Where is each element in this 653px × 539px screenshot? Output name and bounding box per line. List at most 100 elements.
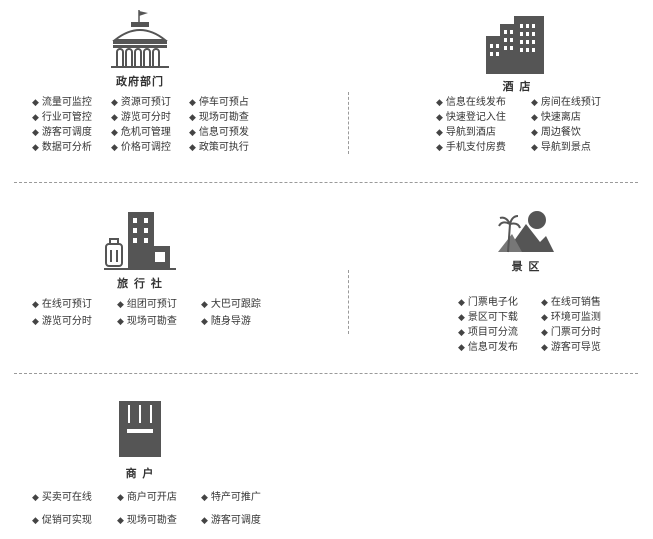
feature-label: 现场可勘查: [126, 515, 177, 526]
feature-label: 信息可发布: [467, 342, 518, 353]
diamond-bullet-icon: ◆: [531, 143, 538, 153]
government-feature: ◆危机可管理: [111, 127, 171, 139]
diamond-bullet-icon: ◆: [201, 516, 208, 526]
diamond-bullet-icon: ◆: [32, 143, 39, 153]
hotel-feature: ◆导航到景点: [531, 142, 591, 154]
government-feature: ◆资源可预订: [111, 97, 171, 109]
diamond-bullet-icon: ◆: [32, 516, 39, 526]
diamond-bullet-icon: ◆: [436, 143, 443, 153]
diamond-bullet-icon: ◆: [111, 128, 118, 138]
feature-label: 快速登记入住: [445, 112, 506, 123]
feature-label: 景区可下载: [467, 312, 518, 323]
feature-label: 在线可销售: [550, 297, 601, 308]
feature-label: 政策可执行: [198, 142, 249, 153]
merchant-feature: ◆商户可开店: [117, 492, 177, 504]
scenic-area-feature: ◆项目可分流: [458, 327, 518, 339]
diamond-bullet-icon: ◆: [201, 493, 208, 503]
diamond-bullet-icon: ◆: [436, 128, 443, 138]
section-title-merchant: 商 户: [125, 467, 155, 480]
hotel-feature: ◆快速登记入住: [436, 112, 506, 124]
diamond-bullet-icon: ◆: [111, 98, 118, 108]
diamond-bullet-icon: ◆: [32, 493, 39, 503]
feature-label: 游览可分时: [120, 112, 171, 123]
hotel-buildings-icon: [486, 16, 544, 74]
merchant-feature: ◆现场可勘查: [117, 515, 177, 527]
travel-agency-feature: ◆在线可预订: [32, 299, 92, 311]
vertical-divider-top: [348, 92, 349, 154]
feature-label: 行业可管控: [41, 112, 92, 123]
section-title-travel-agency: 旅 行 社: [117, 277, 163, 290]
diamond-bullet-icon: ◆: [436, 98, 443, 108]
feature-label: 资源可预订: [120, 97, 171, 108]
travel-agency-feature: ◆随身导游: [201, 316, 251, 328]
diamond-bullet-icon: ◆: [32, 300, 39, 310]
feature-label: 促销可实现: [41, 515, 92, 526]
feature-label: 信息在线发布: [445, 97, 506, 108]
section-title-hotel: 酒 店: [502, 80, 532, 93]
feature-label: 门票电子化: [467, 297, 518, 308]
government-feature: ◆流量可监控: [32, 97, 92, 109]
merchant-feature: ◆游客可调度: [201, 515, 261, 527]
travel-agency-feature: ◆游览可分时: [32, 316, 92, 328]
storefront-icon: [119, 401, 161, 457]
diamond-bullet-icon: ◆: [458, 343, 465, 353]
hotel-feature: ◆导航到酒店: [436, 127, 496, 139]
feature-label: 大巴可跟踪: [210, 299, 261, 310]
diamond-bullet-icon: ◆: [458, 328, 465, 338]
feature-label: 手机支付房费: [445, 142, 506, 153]
feature-label: 环境可监测: [550, 312, 601, 323]
travel-agency-feature: ◆组团可预订: [117, 299, 177, 311]
feature-label: 快速离店: [540, 112, 581, 123]
diamond-bullet-icon: ◆: [541, 328, 548, 338]
diamond-bullet-icon: ◆: [189, 113, 196, 123]
feature-label: 流量可监控: [41, 97, 92, 108]
feature-label: 游客可调度: [210, 515, 261, 526]
hotel-feature: ◆信息在线发布: [436, 97, 506, 109]
feature-label: 房间在线预订: [540, 97, 601, 108]
feature-label: 游客可调度: [41, 127, 92, 138]
merchant-feature: ◆买卖可在线: [32, 492, 92, 504]
vertical-divider-middle: [348, 270, 349, 334]
diamond-bullet-icon: ◆: [32, 98, 39, 108]
diamond-bullet-icon: ◆: [201, 300, 208, 310]
diamond-bullet-icon: ◆: [541, 313, 548, 323]
government-feature: ◆游客可调度: [32, 127, 92, 139]
diamond-bullet-icon: ◆: [32, 113, 39, 123]
government-feature: ◆价格可调控: [111, 142, 171, 154]
diamond-bullet-icon: ◆: [117, 300, 124, 310]
diamond-bullet-icon: ◆: [111, 143, 118, 153]
feature-label: 现场可勘查: [198, 112, 249, 123]
scenic-area-feature: ◆环境可监测: [541, 312, 601, 324]
government-feature: ◆政策可执行: [189, 142, 249, 154]
feature-label: 周边餐饮: [540, 127, 581, 138]
hotel-feature: ◆周边餐饮: [531, 127, 581, 139]
diamond-bullet-icon: ◆: [531, 128, 538, 138]
government-feature: ◆停车可预占: [189, 97, 249, 109]
feature-label: 价格可调控: [120, 142, 171, 153]
government-feature: ◆现场可勘查: [189, 112, 249, 124]
government-building-icon: [111, 10, 169, 68]
government-feature: ◆数据可分析: [32, 142, 92, 154]
horizontal-divider-1: [14, 182, 638, 183]
diamond-bullet-icon: ◆: [531, 98, 538, 108]
merchant-feature: ◆促销可实现: [32, 515, 92, 527]
feature-label: 停车可预占: [198, 97, 249, 108]
feature-label: 买卖可在线: [41, 492, 92, 503]
feature-label: 数据可分析: [41, 142, 92, 153]
government-feature: ◆信息可预发: [189, 127, 249, 139]
diamond-bullet-icon: ◆: [189, 143, 196, 153]
diamond-bullet-icon: ◆: [189, 98, 196, 108]
merchant-feature: ◆特产可推广: [201, 492, 261, 504]
feature-label: 游客可导览: [550, 342, 601, 353]
diamond-bullet-icon: ◆: [117, 516, 124, 526]
hotel-feature: ◆快速离店: [531, 112, 581, 124]
diamond-bullet-icon: ◆: [541, 298, 548, 308]
scenic-area-feature: ◆游客可导览: [541, 342, 601, 354]
feature-label: 游览可分时: [41, 316, 92, 327]
horizontal-divider-2: [14, 373, 638, 374]
diamond-bullet-icon: ◆: [201, 317, 208, 327]
feature-label: 在线可预订: [41, 299, 92, 310]
hotel-feature: ◆手机支付房费: [436, 142, 506, 154]
section-title-government: 政府部门: [116, 75, 164, 88]
feature-label: 危机可管理: [120, 127, 171, 138]
